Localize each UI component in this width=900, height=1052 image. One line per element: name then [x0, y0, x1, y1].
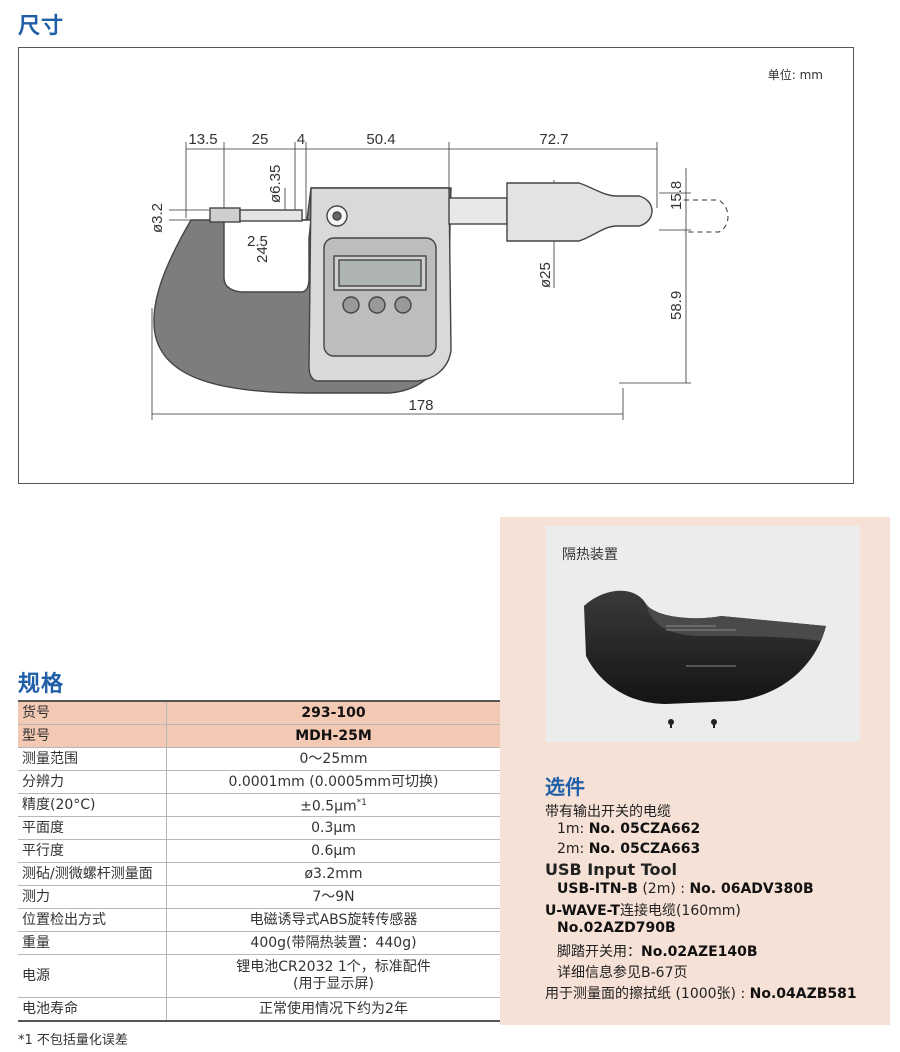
dim-phi6-35: ø6.35	[267, 165, 284, 203]
heat-insulator-image	[584, 590, 826, 728]
table-row: 测量范围 0～25mm	[18, 747, 500, 771]
spec-value: 锂电池CR2032 1个，标准配件 (用于显示屏)	[166, 954, 500, 998]
footnote: *1 不包括量化误差	[18, 1033, 128, 1048]
dimension-drawing: 单位: mm	[18, 47, 854, 484]
power-line-2: (用于显示屏)	[293, 976, 374, 992]
spec-key: 测量范围	[18, 747, 167, 771]
option-line: 带有输出开关的电缆	[545, 804, 671, 820]
option-line: 用于测量面的擦拭纸 (1000张) : No.04AZB581	[545, 983, 857, 1003]
table-row: 重量 400g(带隔热装置：440g)	[18, 931, 500, 955]
spec-key: 精度(20°C)	[18, 793, 167, 817]
dim-50-4: 50.4	[366, 131, 395, 148]
table-row: 精度(20°C) ±0.5μm*1	[18, 793, 500, 817]
spec-key: 型号	[18, 724, 167, 748]
spec-value: 0.0001mm (0.0005mm可切换)	[166, 770, 500, 794]
micrometer-drawing: 13.5 25 4 50.4 72.7 2.5 178 ø3.2 ø6.35 2…	[149, 131, 729, 420]
dim-13-5: 13.5	[188, 131, 217, 148]
spec-value: 293-100	[166, 700, 500, 725]
dim-phi25: ø25	[537, 262, 554, 288]
table-row: 货号 293-100	[18, 700, 500, 725]
dim-25: 25	[252, 131, 269, 148]
option-line: No.02AZD790B	[557, 920, 676, 936]
option-line: 脚踏开关用：No.02AZE140B	[557, 941, 758, 961]
option-text: 连接电缆(160mm)	[619, 903, 741, 919]
options-panel: 隔热装置 选件 带有输出开关的电缆 1m: No. 05CZA662 2m: N…	[500, 517, 890, 1025]
option-prefix: 1m:	[557, 821, 589, 837]
accuracy-value: ±0.5μm	[300, 798, 357, 815]
option-line: 2m: No. 05CZA663	[557, 841, 700, 857]
dim-58-9: 58.9	[668, 291, 685, 320]
part-number: No.02AZD790B	[557, 920, 676, 936]
option-line: USB-ITN-B (2m) : No. 06ADV380B	[557, 881, 814, 897]
option-line: 1m: No. 05CZA662	[557, 821, 700, 837]
option-prefix: 2m:	[557, 841, 589, 857]
dim-15-8: 15.8	[668, 181, 685, 210]
dim-178: 178	[408, 397, 433, 414]
spec-value: 正常使用情况下约为2年	[166, 997, 500, 1022]
dim-2-5: 2.5	[247, 233, 268, 250]
spec-key: 电源	[18, 954, 167, 998]
table-row: 测砧/测微螺杆测量面 ø3.2mm	[18, 862, 500, 886]
option-prefix: 用于测量面的擦拭纸 (1000张) :	[545, 986, 750, 1002]
spec-key: 平面度	[18, 816, 167, 840]
spec-key: 电池寿命	[18, 997, 167, 1022]
spec-value: 0.6μm	[166, 839, 500, 863]
option-line: U-WAVE-T连接电缆(160mm)	[545, 900, 741, 920]
dim-72-7: 72.7	[539, 131, 568, 148]
part-number: No. 05CZA662	[588, 821, 701, 837]
part-number: No.04AZB581	[749, 986, 857, 1002]
table-row: 分辨力 0.0001mm (0.0005mm可切换)	[18, 770, 500, 794]
table-row: 位置检出方式 电磁诱导式ABS旋转传感器	[18, 908, 500, 932]
photo-label: 隔热装置	[562, 547, 618, 563]
option-text: (2m) :	[637, 881, 690, 897]
spec-table: 货号 293-100 型号 MDH-25M 测量范围 0～25mm 分辨力 0.…	[18, 700, 500, 1022]
power-line-1: 锂电池CR2032 1个，标准配件	[236, 959, 431, 975]
spec-value: 400g(带隔热装置：440g)	[166, 931, 500, 955]
dimensions-title: 尺寸	[18, 14, 65, 39]
heat-insulator-photo: 隔热装置	[546, 526, 860, 742]
dim-4: 4	[297, 131, 305, 148]
part-number: U-WAVE-T	[545, 903, 620, 919]
table-row: 平面度 0.3μm	[18, 816, 500, 840]
spec-value: 电磁诱导式ABS旋转传感器	[166, 908, 500, 932]
part-number: USB-ITN-B	[557, 881, 638, 897]
part-number: No. 05CZA663	[588, 841, 701, 857]
spec-key: 测力	[18, 885, 167, 909]
specs-title: 规格	[18, 672, 65, 697]
spec-key: 货号	[18, 700, 167, 725]
table-row: 型号 MDH-25M	[18, 724, 500, 748]
table-row: 电池寿命 正常使用情况下约为2年	[18, 997, 500, 1022]
spec-value: MDH-25M	[166, 724, 500, 748]
spec-key: 平行度	[18, 839, 167, 863]
spec-value: ±0.5μm*1	[166, 793, 500, 817]
option-line: USB Input Tool	[545, 860, 677, 879]
spec-key: 分辨力	[18, 770, 167, 794]
spec-key: 重量	[18, 931, 167, 955]
table-row: 电源 锂电池CR2032 1个，标准配件 (用于显示屏)	[18, 954, 500, 998]
option-prefix: 脚踏开关用：	[557, 944, 641, 960]
spec-value: 7～9N	[166, 885, 500, 909]
table-row: 测力 7～9N	[18, 885, 500, 909]
options-title: 选件	[545, 775, 585, 799]
part-number: No. 06ADV380B	[689, 881, 814, 897]
part-number: No.02AZE140B	[641, 944, 758, 960]
spec-value: 0.3μm	[166, 816, 500, 840]
spec-value: ø3.2mm	[166, 862, 500, 886]
dim-phi3-2: ø3.2	[149, 203, 166, 233]
spec-key: 测砧/测微螺杆测量面	[18, 862, 167, 886]
dim-24: 24	[254, 246, 271, 263]
spec-key: 位置检出方式	[18, 908, 167, 932]
spec-value: 0～25mm	[166, 747, 500, 771]
option-line: 详细信息参见B-67页	[557, 965, 688, 981]
footnote-mark: *1	[356, 797, 367, 808]
unit-label: 单位: mm	[767, 68, 823, 82]
table-row: 平行度 0.6μm	[18, 839, 500, 863]
